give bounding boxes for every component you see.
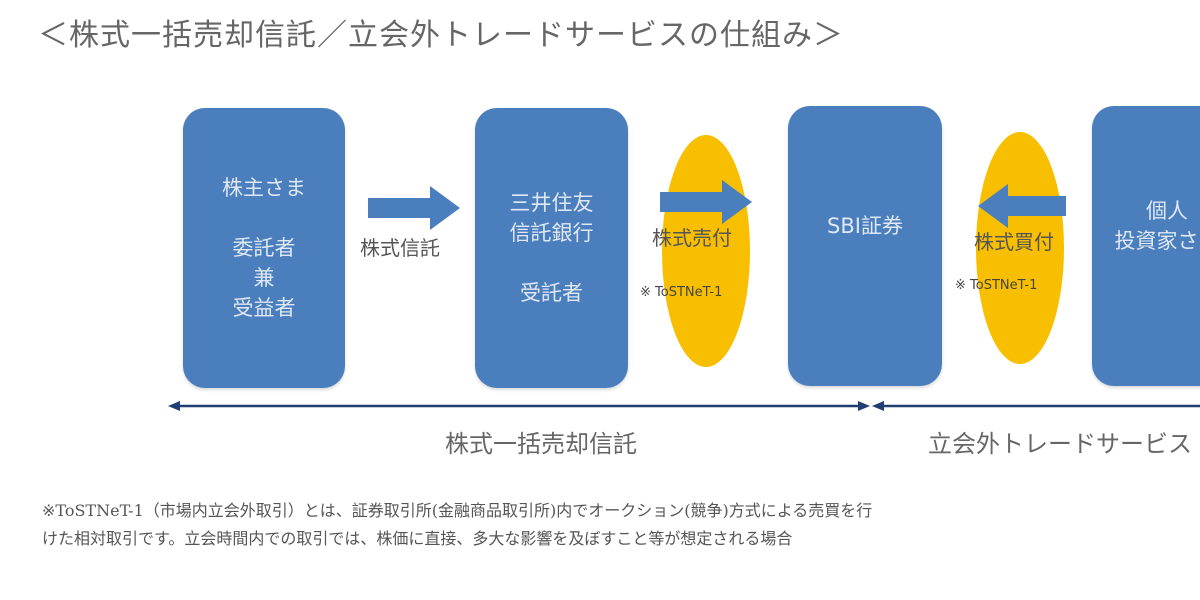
- trust-arrow-icon: [368, 186, 460, 230]
- footnote-line-1: ※ToSTNeT-1（市場内立会外取引）とは、証券取引所(金融商品取引所)内でオ…: [42, 501, 873, 520]
- trust-label: 株式信託: [360, 236, 440, 260]
- span-left-label: 株式一括売却信託: [445, 430, 637, 458]
- box-line: 株主さま: [222, 176, 306, 200]
- sell-label: 株式売付: [652, 226, 732, 250]
- box-line: 投資家さま: [1114, 229, 1200, 253]
- box-sbi: SBI証券: [788, 106, 942, 386]
- box-line: 受益者: [232, 296, 296, 320]
- sell-ellipse: [662, 135, 750, 367]
- span-right-arrow: [872, 401, 1200, 411]
- box-trust-bank: 三井住友 信託銀行 受託者: [475, 108, 628, 388]
- buy-note: ※ ToSTNeT-1: [955, 278, 1038, 293]
- box-investor: 個人 投資家さま: [1092, 106, 1200, 386]
- box-shareholder: 株主さま 委託者 兼 受益者: [183, 108, 345, 388]
- box-line: 信託銀行: [509, 221, 594, 245]
- buy-label: 株式買付: [974, 230, 1054, 254]
- box-line: 兼: [253, 266, 275, 290]
- span-left-arrow: [168, 401, 870, 411]
- span-right-label: 立会外トレードサービス: [928, 430, 1192, 458]
- buy-ellipse: [976, 132, 1064, 364]
- box-line: 三井住友: [509, 191, 594, 215]
- footnote-line-2: けた相対取引です。立会時間内での取引では、株価に直接、多大な影響を及ぼすこと等が…: [42, 529, 793, 548]
- buy-arrow-icon: [978, 184, 1066, 228]
- box-line: 委託者: [232, 236, 296, 260]
- box-line: SBI証券: [827, 214, 903, 238]
- box-line: 受託者: [520, 281, 583, 305]
- box-line: 個人: [1146, 199, 1188, 223]
- sell-note: ※ ToSTNeT-1: [640, 285, 723, 300]
- sell-arrow-icon: [660, 180, 752, 224]
- diagram-title: ＜株式一括売却信託／立会外トレードサービスの仕組み＞: [38, 18, 844, 53]
